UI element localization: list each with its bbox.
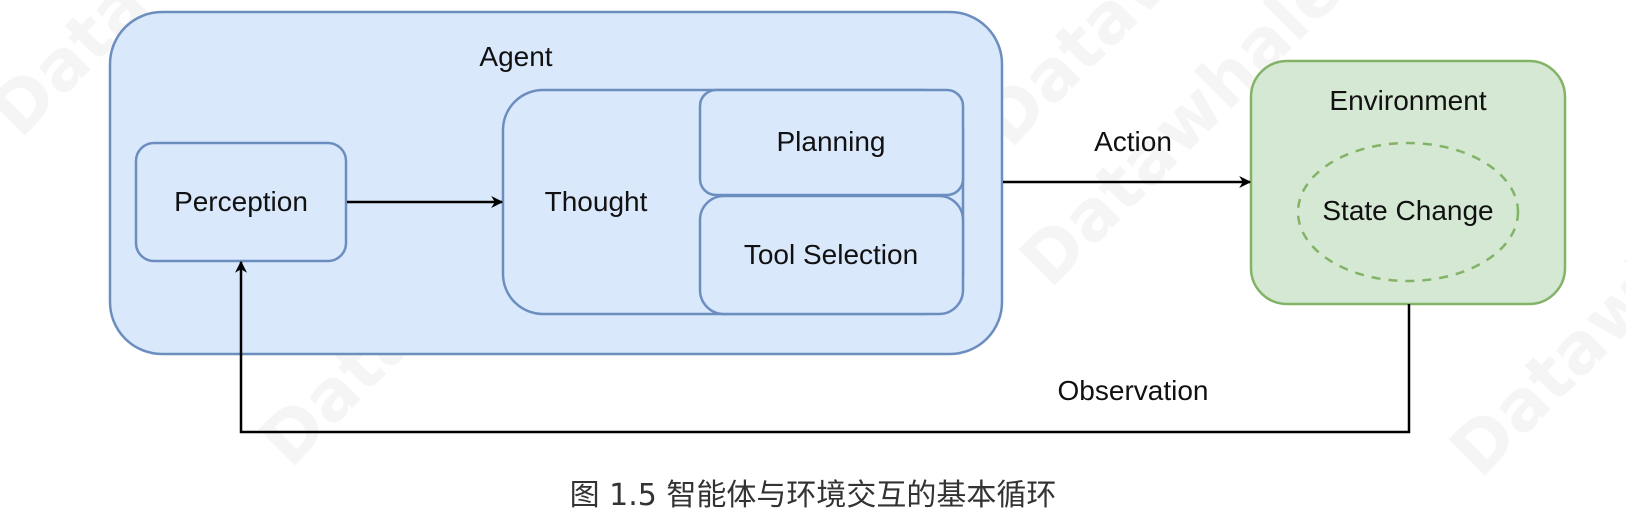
tool-selection-node <box>698 194 965 316</box>
figure-caption: 图 1.5 智能体与环境交互的基本循环 <box>569 478 1057 513</box>
agent-label: Agent <box>479 41 552 72</box>
planning-label: Planning <box>777 126 886 157</box>
observation-edge <box>235 260 1411 434</box>
state-change-node <box>1296 141 1520 283</box>
action-edge-label: Action <box>1094 126 1172 157</box>
perception-label: Perception <box>174 186 308 217</box>
environment-label: Environment <box>1329 85 1486 116</box>
tool-selection-label: Tool Selection <box>744 239 918 270</box>
state-change-label: State Change <box>1322 195 1493 226</box>
observation-edge-label: Observation <box>1058 375 1209 406</box>
thought-label: Thought <box>545 186 648 217</box>
